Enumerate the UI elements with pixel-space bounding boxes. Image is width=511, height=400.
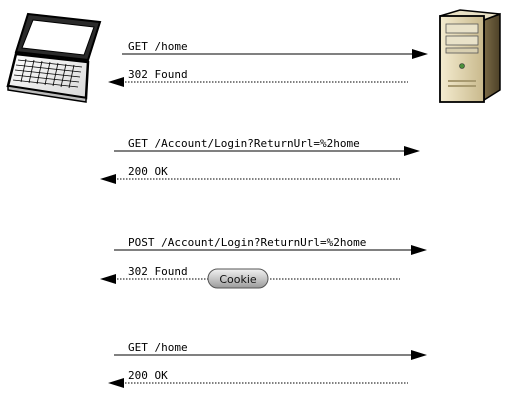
arrow-head [411,245,427,255]
message-label: POST /Account/Login?ReturnUrl=%2home [128,236,366,249]
arrow-head [411,350,427,360]
response-arrow-2: 302 Found [108,68,408,87]
message-label: 302 Found [128,265,188,278]
arrow-head [100,174,116,184]
request-arrow-1: GET /home [122,40,428,59]
message-label: 302 Found [128,68,188,81]
arrow-head [100,274,116,284]
message-label: 200 OK [128,369,168,382]
response-arrow-4: 200 OK [100,165,400,184]
message-label: GET /Account/Login?ReturnUrl=%2home [128,137,360,150]
response-arrow-8: 200 OK [108,369,408,388]
request-arrow-5: POST /Account/Login?ReturnUrl=%2home [114,236,427,255]
arrow-head [412,49,428,59]
server-tower-icon [439,9,501,103]
response-arrow-6: 302 Found [100,265,400,284]
arrow-head [404,146,420,156]
cookie-label: Cookie [219,273,257,286]
request-arrow-3: GET /Account/Login?ReturnUrl=%2home [114,137,420,156]
message-label: 200 OK [128,165,168,178]
arrow-head [108,77,124,87]
message-label: GET /home [128,341,188,354]
request-arrow-7: GET /home [114,341,427,360]
arrow-head [108,378,124,388]
laptop-icon [6,12,102,103]
cookie-badge: Cookie [207,268,269,289]
message-label: GET /home [128,40,188,53]
